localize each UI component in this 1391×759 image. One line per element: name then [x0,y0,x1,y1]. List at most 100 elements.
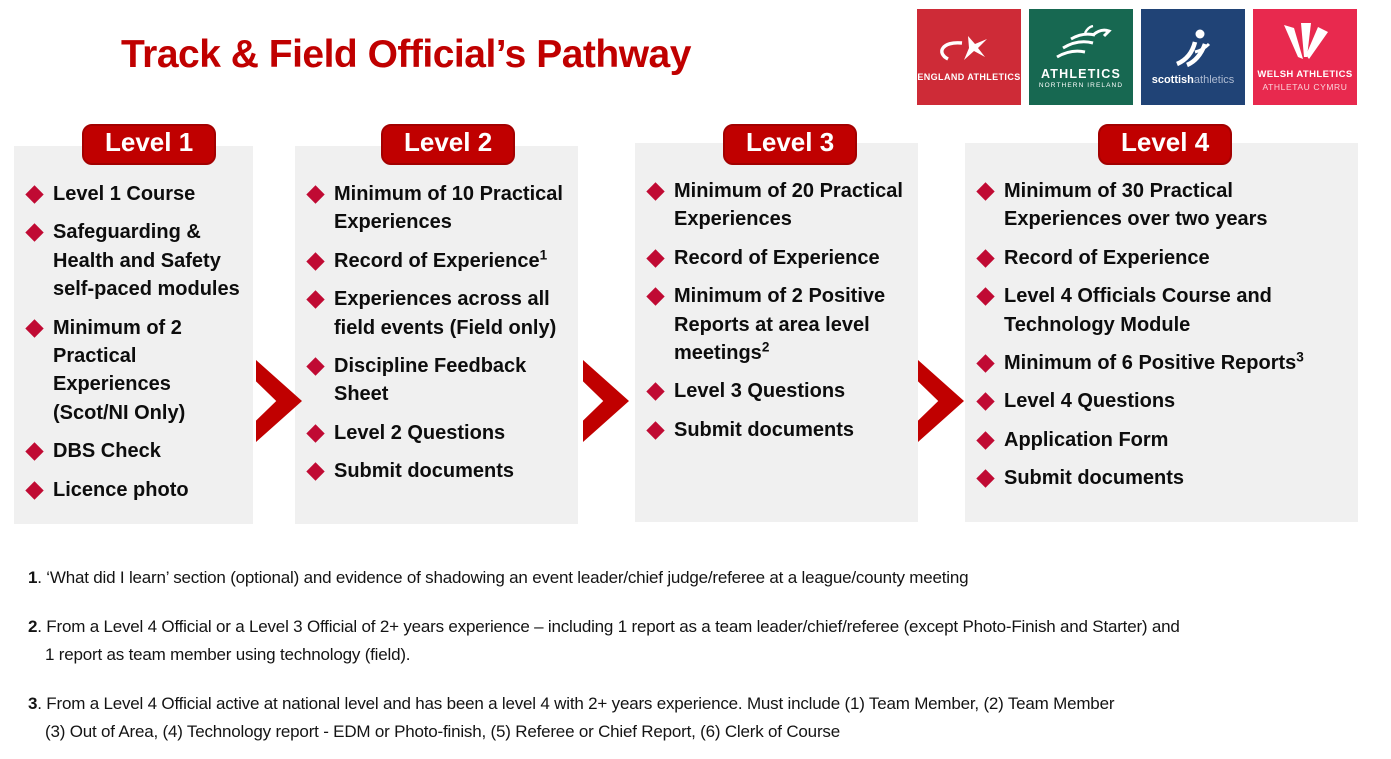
item-text: Submit documents [334,460,515,483]
footnote-line: 1 report as team member using technology… [45,645,411,664]
level-3-column: Minimum of 20 Practical Experiences Reco… [635,143,918,522]
level-4-badge: Level 4 [1098,124,1233,165]
list-item: Licence photo [25,476,245,504]
welsh-label-secondary: ATHLETAU CYMRU [1262,81,1348,92]
item-text: Experiences across all field events (Fie… [334,288,557,339]
diamond-bullet-icon [976,431,995,450]
item-text: Minimum of 6 Positive Reports3 [1004,349,1304,374]
england-athletics-label: ENGLAND ATHLETICS [917,71,1021,82]
level-3-badge: Level 3 [723,124,858,165]
diamond-bullet-icon [646,249,665,268]
england-athletics-logo: ENGLAND ATHLETICS [917,9,1021,105]
diamond-bullet-icon [646,421,665,440]
chevron-right-icon [583,360,629,442]
ni-label-primary: ATHLETICS [1040,67,1121,81]
list-item: Level 2 Questions [306,419,570,447]
item-text: Licence photo [53,478,189,501]
diamond-bullet-icon [976,287,995,306]
list-item: Record of Experience1 [306,247,570,275]
footnote-line: (3) Out of Area, (4) Technology report -… [45,722,840,741]
item-text: Minimum of 30 Practical Experiences over… [1004,180,1268,231]
diamond-bullet-icon [306,185,325,204]
item-text: Level 2 Questions [334,421,506,444]
level-3-items: Minimum of 20 Practical Experiences Reco… [635,143,918,444]
list-item: Application Form [976,426,1350,454]
diamond-bullet-icon [646,382,665,402]
level-4-items: Minimum of 30 Practical Experiences over… [965,143,1358,493]
diamond-bullet-icon [976,392,995,412]
diamond-bullet-icon [976,249,995,268]
item-text: Minimum of 2 Practical Experiences (Scot… [53,316,186,424]
list-item: Minimum of 6 Positive Reports3 [976,349,1350,377]
list-item: Level 3 Questions [646,377,910,405]
diamond-bullet-icon [25,223,44,243]
list-item: Safeguarding & Health and Safety self-pa… [25,218,245,303]
item-text: DBS Check [53,440,161,463]
list-item: Discipline Feedback Sheet [306,352,570,409]
welsh-v-icon [1276,22,1334,63]
item-text: Discipline Feedback Sheet [334,354,527,406]
item-text: Level 4 Questions [1004,390,1176,413]
list-item: Level 4 Questions [976,387,1350,415]
ni-label-secondary: NORTHERN IRELAND [1038,82,1124,89]
diamond-bullet-icon [306,424,325,443]
ni-runner-icon [1049,25,1113,63]
diamond-bullet-icon [976,469,995,488]
item-text: Record of Experience1 [334,247,548,272]
diamond-bullet-icon [25,480,44,500]
diamond-bullet-icon [306,252,325,271]
diamond-bullet-icon [306,290,325,309]
list-item: Minimum of 30 Practical Experiences over… [976,177,1350,234]
list-item: DBS Check [25,437,245,465]
item-text: Level 4 Officials Course and Technology … [1004,285,1272,336]
list-item: Minimum of 20 Practical Experiences [646,177,910,234]
item-text: Submit documents [1004,467,1185,490]
list-item: Submit documents [646,416,910,444]
item-text: Minimum of 10 Practical Experiences [334,183,563,234]
footnote-text: . From a Level 4 Official active at nati… [37,694,1115,713]
footnote-text: . From a Level 4 Official or a Level 3 O… [37,617,1180,636]
logo-strip: ENGLAND ATHLETICS ATHLETICS NORTHERN IRE… [917,9,1357,105]
list-item: Submit documents [976,464,1350,492]
item-text: Record of Experience [674,246,880,269]
list-item: Minimum of 2 Practical Experiences (Scot… [25,314,245,428]
footnote-1: 1. ‘What did I learn’ section (optional)… [28,564,1380,592]
chevron-right-icon [918,360,964,442]
list-item: Minimum of 2 Positive Reports at area le… [646,282,910,367]
scottish-athletics-label: scottishathletics [1151,74,1235,86]
footnote-line: 1. ‘What did I learn’ section (optional)… [28,564,1380,592]
list-item: Record of Experience [976,244,1350,272]
list-item: Level 4 Officials Course and Technology … [976,282,1350,339]
list-item: Minimum of 10 Practical Experiences [306,180,570,237]
level-4-column: Minimum of 30 Practical Experiences over… [965,143,1358,522]
diamond-bullet-icon [646,287,665,306]
footnotes: 1. ‘What did I learn’ section (optional)… [28,564,1380,759]
diamond-bullet-icon [306,357,325,376]
footnote-3: 3. From a Level 4 Official active at nat… [28,690,1380,746]
page-title: Track & Field Official’s Pathway [121,33,691,76]
item-text: Minimum of 20 Practical Experiences [674,180,903,231]
diamond-bullet-icon [976,182,995,201]
item-text: Application Form [1004,428,1169,451]
level-1-column: Level 1 Course Safeguarding & Health and… [14,146,253,524]
list-item: Level 1 Course [25,180,245,208]
item-text: Record of Experience [1004,246,1210,269]
level-2-badge: Level 2 [381,124,516,165]
list-item: Record of Experience [646,244,910,272]
item-text: Level 1 Course [53,183,196,205]
level-2-column: Minimum of 10 Practical Experiences Reco… [295,146,578,524]
diamond-bullet-icon [306,462,325,481]
welsh-label-primary: WELSH ATHLETICS [1257,68,1353,80]
diamond-bullet-icon [25,185,44,204]
diamond-bullet-icon [976,354,995,373]
welsh-athletics-logo: WELSH ATHLETICS ATHLETAU CYMRU [1253,9,1357,105]
footnote-line: 2. From a Level 4 Official or a Level 3 … [28,613,1380,641]
item-text: Submit documents [674,418,855,441]
list-item: Experiences across all field events (Fie… [306,285,570,342]
footnote-number: 3 [28,694,38,713]
athletics-northern-ireland-logo: ATHLETICS NORTHERN IRELAND [1029,9,1133,105]
diamond-bullet-icon [646,182,665,201]
england-athletics-figure-icon [938,33,1000,69]
level-2-items: Minimum of 10 Practical Experiences Reco… [295,146,578,486]
